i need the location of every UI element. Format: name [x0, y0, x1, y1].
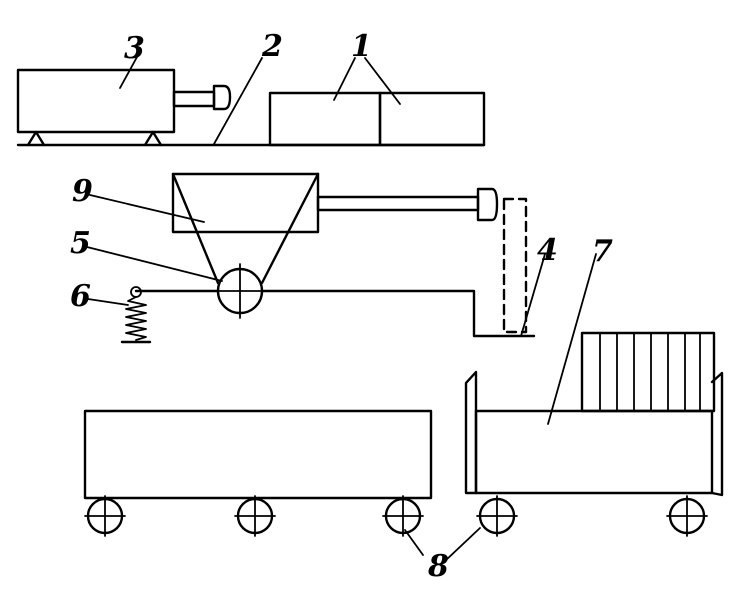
stacked-sheets — [580, 331, 716, 413]
lever — [134, 289, 536, 338]
callout-1: 1 — [351, 29, 372, 64]
callout-4: 4 — [537, 233, 558, 268]
pusher-unit — [16, 68, 232, 147]
wheel — [666, 495, 708, 537]
callout-8: 8 — [427, 549, 449, 584]
arm-dashed-position — [502, 197, 528, 334]
wheel — [382, 495, 424, 537]
wheel — [84, 495, 126, 537]
spring — [120, 286, 152, 344]
hopper — [171, 172, 320, 285]
right-cart — [464, 331, 724, 537]
callout-3: 3 — [124, 31, 145, 66]
leader-lines — [86, 56, 597, 562]
wheel — [234, 495, 276, 537]
left-cart — [83, 409, 433, 537]
roller — [212, 263, 268, 319]
wheel — [476, 495, 518, 537]
callout-5: 5 — [70, 226, 91, 261]
callout-7: 7 — [592, 234, 613, 269]
stacked-packs — [268, 91, 486, 147]
callout-6: 6 — [70, 279, 91, 314]
callout-2: 2 — [261, 29, 283, 64]
callout-9: 9 — [72, 174, 93, 209]
pusher-rod — [316, 187, 499, 222]
